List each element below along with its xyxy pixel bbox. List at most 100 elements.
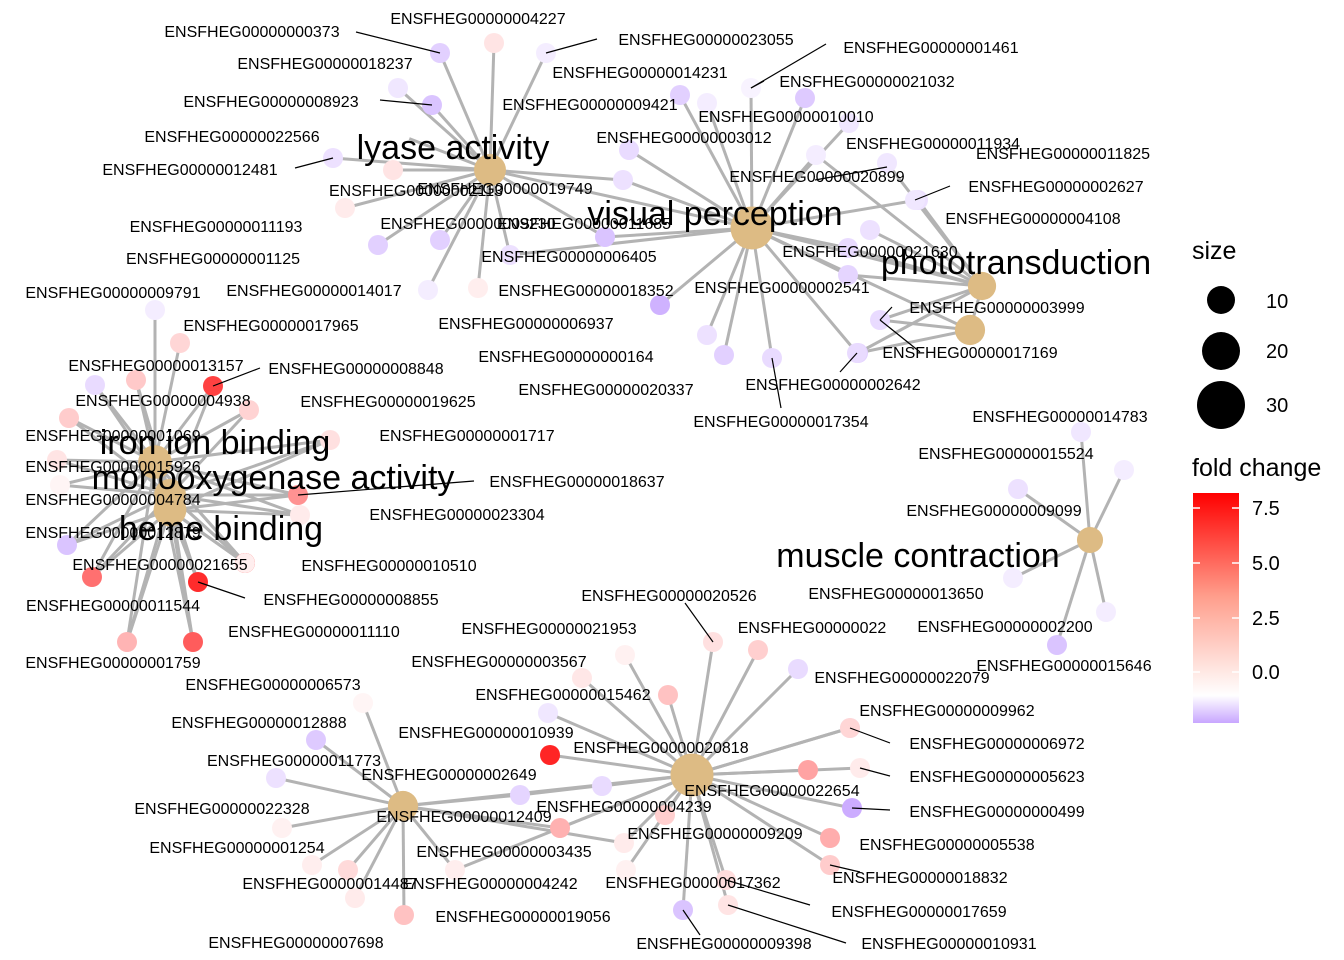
label-leader-line	[355, 31, 441, 54]
edge	[476, 169, 492, 289]
label-leader-line	[725, 879, 811, 906]
legend: size 10 20 30 fold change 7.5 5.0 2.5 0.…	[1192, 237, 1321, 723]
gene-node	[320, 430, 340, 450]
gene-label: ENSFHEG00000015926	[25, 459, 200, 476]
edge	[913, 199, 984, 287]
term-node	[138, 445, 172, 479]
gene-label: ENSFHEG00000011685	[497, 216, 671, 233]
gene-label: ENSFHEG00000002642	[745, 377, 920, 394]
edge	[401, 805, 406, 916]
node-labels: ENSFHEG00000000373ENSFHEG00000004227ENSF…	[25, 11, 1151, 953]
gene-label: ENSFHEG00000004108	[945, 211, 1120, 228]
gene-label: ENSFHEG00000012888	[171, 715, 346, 732]
gene-node	[655, 805, 675, 825]
edge	[353, 805, 405, 899]
edge	[361, 702, 405, 807]
label-leader-line	[771, 357, 782, 409]
term-node	[954, 314, 986, 346]
term-label: muscle contraction	[776, 537, 1059, 575]
gene-node	[592, 776, 612, 796]
gene-label: ENSFHEG00000021953	[461, 621, 636, 638]
edge	[169, 493, 301, 517]
gene-node	[806, 145, 826, 165]
gene-label: ENSFHEG00000001125	[126, 251, 300, 268]
edge	[857, 284, 983, 355]
gene-node	[788, 659, 808, 679]
gene-label: ENSFHEG00000021630	[782, 244, 957, 261]
gene-node	[388, 78, 408, 98]
gene-node	[266, 768, 286, 788]
gene-label: ENSFHEG00000009421	[502, 97, 677, 114]
gene-label: ENSFHEG00000003567	[411, 654, 586, 671]
edge	[91, 508, 171, 579]
gene-label: ENSFHEG00000022079	[814, 670, 989, 687]
edge	[751, 226, 983, 288]
gene-label: ENSFHEG00000008923	[183, 94, 358, 111]
gene-label: ENSFHEG00000001717	[379, 428, 554, 445]
gene-label: ENSFHEG00000008855	[263, 592, 438, 609]
edge	[402, 773, 693, 808]
gene-label: ENSFHEG00000009099	[906, 503, 1081, 520]
gene-node	[368, 235, 388, 255]
term-node	[670, 753, 714, 797]
gene-node	[345, 888, 365, 908]
gene-label: ENSFHEG00000021032	[779, 74, 954, 91]
gene-node	[795, 88, 815, 108]
label-leader-line	[727, 904, 847, 944]
term-label: visual perception	[587, 195, 842, 233]
color-legend-tick: 7.5	[1252, 498, 1280, 520]
label-leader-line	[682, 909, 701, 936]
gene-label: ENSFHEG00000009791	[25, 285, 200, 302]
edge	[722, 227, 754, 356]
gene-label: ENSFHEG00000012409	[376, 809, 551, 826]
gene-label: ENSFHEG00000011110	[228, 624, 400, 641]
gene-label: ENSFHEG00000008848	[268, 361, 443, 378]
edge	[750, 227, 859, 354]
gene-label: ENSFHEG00000014783	[972, 409, 1147, 426]
gene-label: ENSFHEG00000023055	[618, 32, 793, 49]
gene-node	[353, 693, 373, 713]
edge	[90, 461, 157, 578]
edge	[275, 776, 404, 808]
gene-node	[338, 860, 358, 880]
size-legend-tick: 10	[1266, 291, 1288, 313]
gene-label: ENSFHEG00000019749	[417, 181, 592, 198]
gene-node	[445, 860, 465, 880]
gene-node	[614, 833, 634, 853]
edge	[65, 460, 157, 547]
edge	[691, 726, 851, 777]
gene-label: ENSFHEG00000009962	[859, 703, 1034, 720]
gene-node	[235, 553, 255, 573]
gene-node	[616, 860, 636, 880]
edge	[869, 228, 983, 288]
gene-label: ENSFHEG00000004784	[25, 492, 200, 509]
gene-label: ENSFHEG00000012879	[25, 525, 200, 542]
size-legend-tick: 20	[1266, 341, 1288, 363]
edge	[153, 461, 247, 564]
edge	[488, 42, 496, 171]
gene-node	[839, 113, 859, 133]
gene-node	[538, 703, 558, 723]
edge	[344, 168, 491, 210]
gene-label: ENSFHEG00000019056	[435, 909, 610, 926]
gene-label: ENSFHEG00000020818	[573, 740, 748, 757]
edge	[1012, 538, 1091, 580]
edge	[1055, 539, 1092, 646]
edge	[377, 168, 491, 247]
edge	[691, 773, 853, 810]
gene-label: ENSFHEG00000000499	[909, 804, 1084, 821]
edge	[311, 804, 404, 867]
gene-node	[595, 227, 615, 247]
edge	[168, 408, 251, 497]
gene-node	[1003, 568, 1023, 588]
edge	[622, 178, 753, 230]
edge	[690, 667, 800, 777]
color-legend-tick: 5.0	[1252, 553, 1280, 575]
edge	[749, 87, 754, 229]
edge	[847, 273, 983, 288]
gene-node	[820, 828, 840, 848]
gene-node	[748, 640, 768, 660]
gene-node	[1071, 422, 1091, 442]
label-leader-line	[829, 864, 861, 873]
gene-node	[697, 93, 717, 113]
